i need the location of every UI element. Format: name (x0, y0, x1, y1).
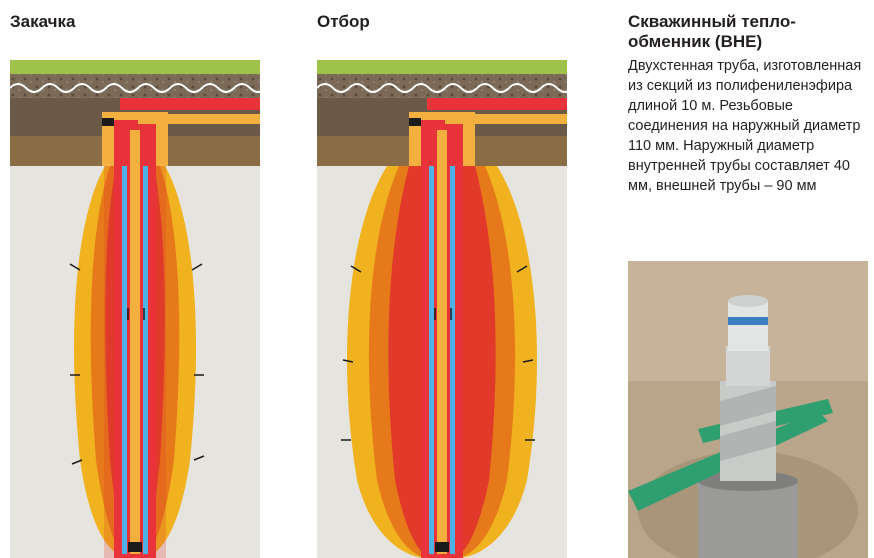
inner-pipe-left (429, 166, 434, 554)
bhe-title: Скважинный тепло-обменник (BHE) (628, 12, 868, 52)
grass-layer (10, 60, 260, 74)
extraction-diagram (317, 60, 567, 558)
bhe-description: Двухстенная труба, изготовленная из секц… (628, 56, 866, 196)
supply-pipe (120, 98, 260, 110)
supply-pipe (427, 98, 567, 110)
panel-title-injection: Закачка (10, 12, 75, 32)
gravel-layer (317, 74, 567, 98)
return-pipe (445, 114, 567, 124)
bhe-pipe-photo (628, 261, 868, 558)
inner-pipe-right (143, 166, 148, 554)
inner-pipe-right (450, 166, 455, 554)
grass-layer (317, 60, 567, 74)
panel-title-extraction: Отбор (317, 12, 370, 32)
injection-diagram (10, 60, 260, 558)
return-pipe (138, 114, 260, 124)
gravel-layer (10, 74, 260, 98)
inner-pipe-left (122, 166, 127, 554)
